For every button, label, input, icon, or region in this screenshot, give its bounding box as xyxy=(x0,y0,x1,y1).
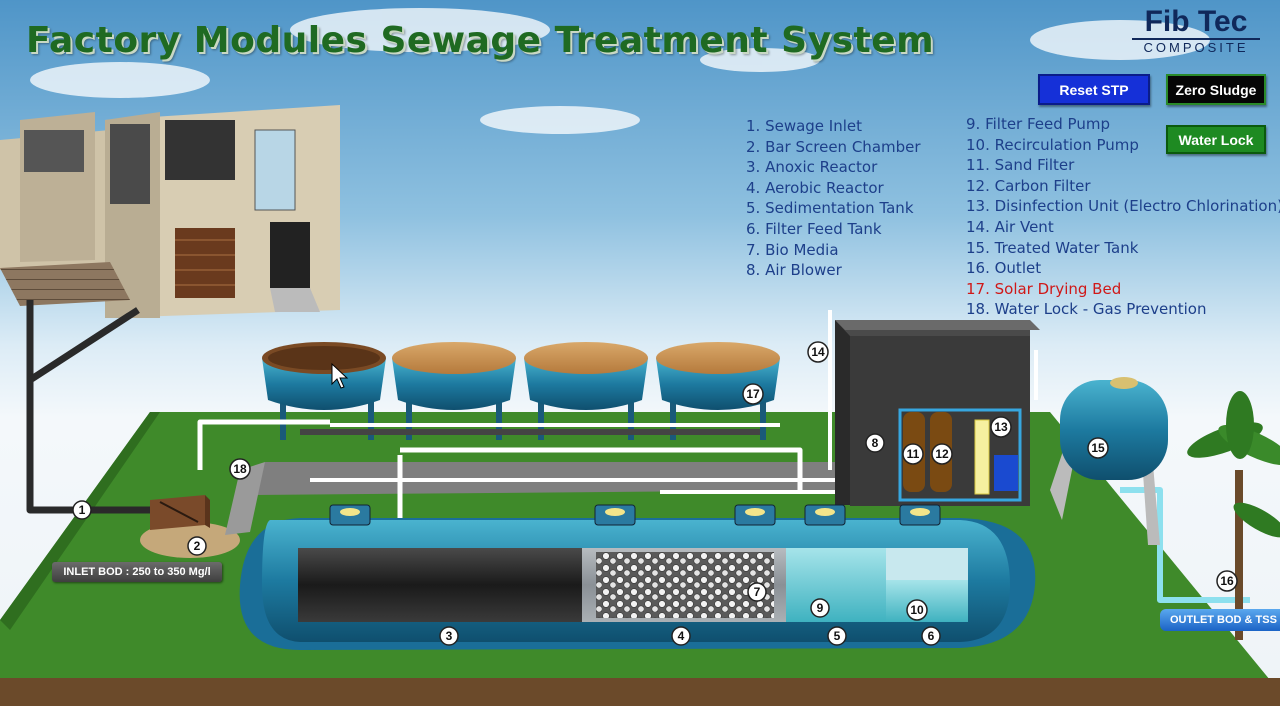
legend-item: 13. Disinfection Unit (Electro Chlorinat… xyxy=(966,197,1280,216)
palm-trees xyxy=(1187,391,1280,640)
svg-text:10: 10 xyxy=(910,603,924,617)
sewage-inlet-pipe xyxy=(26,300,150,514)
legend-item-highlighted: 17. Solar Drying Bed xyxy=(966,279,1122,298)
svg-text:17: 17 xyxy=(746,387,760,401)
svg-text:13: 13 xyxy=(994,420,1008,434)
legend-item: 11. Sand Filter xyxy=(966,156,1075,175)
treated-water-tank xyxy=(1050,377,1168,545)
marker-6: 6 xyxy=(921,626,941,646)
clouds xyxy=(30,8,1210,134)
legend-item: 10. Recirculation Pump xyxy=(966,135,1139,154)
solar-drying-beds xyxy=(262,342,780,440)
marker-8: 8 xyxy=(865,433,885,453)
legend-item: 12. Carbon Filter xyxy=(966,176,1091,195)
legend-item: 6. Filter Feed Tank xyxy=(746,219,882,238)
svg-text:6: 6 xyxy=(928,629,935,643)
svg-text:5: 5 xyxy=(834,629,841,643)
legend-list-left: 1. Sewage Inlet 2. Bar Screen Chamber 3.… xyxy=(746,116,921,281)
legend-item: 5. Sedimentation Tank xyxy=(746,199,914,218)
marker-2: 2 xyxy=(187,536,207,556)
marker-10: 10 xyxy=(906,599,928,621)
legend-item: 14. Air Vent xyxy=(966,217,1054,236)
marker-3: 3 xyxy=(439,626,459,646)
svg-text:4: 4 xyxy=(678,629,685,643)
legend-list-right: 9. Filter Feed Pump 10. Recirculation Pu… xyxy=(966,114,1280,320)
reset-stp-button[interactable]: Reset STP xyxy=(1038,74,1150,105)
main-underground-tank xyxy=(239,504,1036,650)
gravel-strip-lower xyxy=(225,462,265,535)
diagram-markers: 1 2 3 4 5 6 7 8 9 10 11 12 13 14 15 16 1… xyxy=(72,341,1238,646)
svg-text:14: 14 xyxy=(811,345,825,359)
marker-15: 15 xyxy=(1087,437,1109,459)
legend-item: 2. Bar Screen Chamber xyxy=(746,137,921,156)
svg-text:3: 3 xyxy=(446,629,453,643)
svg-text:16: 16 xyxy=(1220,574,1234,588)
marker-16: 16 xyxy=(1216,570,1238,592)
marker-5: 5 xyxy=(827,626,847,646)
outlet-bod-badge: OUTLET BOD & TSS < xyxy=(1160,609,1280,631)
svg-text:18: 18 xyxy=(233,462,247,476)
svg-text:11: 11 xyxy=(907,447,920,461)
svg-text:2: 2 xyxy=(194,539,201,553)
brand-logo: Fib Tec COMPOSITE xyxy=(1126,6,1266,56)
marker-14: 14 xyxy=(807,341,829,363)
legend-item: 3. Anoxic Reactor xyxy=(746,158,878,177)
factory-buildings xyxy=(0,105,340,318)
legend-item: 15. Treated Water Tank xyxy=(966,238,1139,257)
marker-18: 18 xyxy=(229,458,251,480)
svg-text:9: 9 xyxy=(817,601,824,615)
legend-item: 8. Air Blower xyxy=(746,261,842,280)
marker-7: 7 xyxy=(747,582,767,602)
svg-text:12: 12 xyxy=(935,447,949,461)
zero-sludge-button[interactable]: Zero Sludge xyxy=(1166,74,1266,105)
marker-13: 13 xyxy=(990,416,1012,438)
brand-name: Fib Tec xyxy=(1144,5,1248,38)
inlet-bod-badge: INLET BOD : 250 to 350 Mg/l xyxy=(52,562,222,582)
marker-11: 11 xyxy=(902,443,924,465)
svg-text:15: 15 xyxy=(1091,441,1105,455)
svg-text:1: 1 xyxy=(79,503,86,517)
legend-item: 9. Filter Feed Pump xyxy=(966,115,1110,133)
page-title: Factory Modules Sewage Treatment System xyxy=(26,20,935,61)
marker-4: 4 xyxy=(671,626,691,646)
mouse-cursor-icon xyxy=(331,362,349,389)
marker-1: 1 xyxy=(72,500,92,520)
legend-item: 18. Water Lock - Gas Prevention xyxy=(966,300,1207,319)
marker-12: 12 xyxy=(931,443,953,465)
marker-17: 17 xyxy=(742,383,764,405)
legend-item: 16. Outlet xyxy=(966,259,1042,278)
brand-tagline: COMPOSITE xyxy=(1132,38,1260,56)
svg-text:8: 8 xyxy=(872,436,879,450)
water-lock-button[interactable]: Water Lock xyxy=(1166,125,1266,154)
legend-item: 1. Sewage Inlet xyxy=(746,117,863,135)
svg-text:7: 7 xyxy=(754,585,761,599)
legend-item: 7. Bio Media xyxy=(746,240,839,259)
control-room xyxy=(835,320,1040,506)
marker-9: 9 xyxy=(810,598,830,618)
legend-item: 4. Aerobic Reactor xyxy=(746,178,884,197)
